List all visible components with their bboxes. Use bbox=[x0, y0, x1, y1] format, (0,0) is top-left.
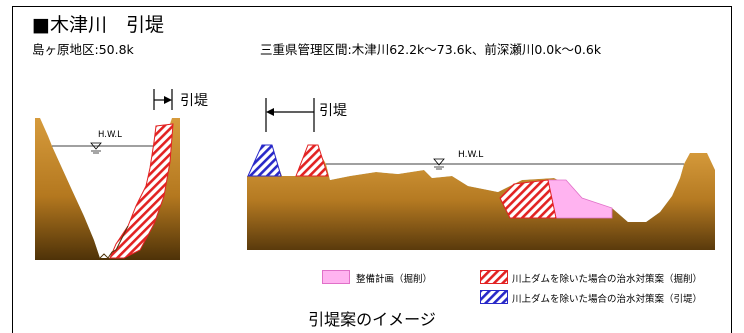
right-hatch-setback-levee bbox=[247, 144, 282, 177]
left-cross-section bbox=[35, 100, 180, 260]
figure-title: ■木津川 引堤 bbox=[32, 14, 164, 36]
right-hatch-excavation bbox=[499, 179, 557, 219]
left-setback-arrow bbox=[153, 89, 173, 110]
right-setback-arrow bbox=[265, 98, 315, 132]
legend-swatch-red-hatch bbox=[480, 270, 508, 284]
right-arrowhead-icon bbox=[164, 96, 172, 104]
right-cross-section bbox=[247, 140, 715, 250]
left-sky bbox=[35, 100, 180, 258]
right-sky bbox=[247, 140, 715, 222]
legend-swatch-plan bbox=[322, 270, 350, 284]
legend-label-plan: 整備計画（掘削） bbox=[356, 274, 433, 285]
left-hwl-label: H.W.L bbox=[98, 130, 122, 140]
left-setback-label: 引堤 bbox=[180, 93, 208, 109]
legend-label-setback: 川上ダムを除いた場合の治水対策案（引堤） bbox=[512, 294, 703, 305]
figure-caption: 引堤案のイメージ bbox=[308, 310, 436, 329]
legend-swatch-blue-hatch bbox=[480, 290, 508, 304]
right-setback-label: 引堤 bbox=[319, 103, 347, 119]
right-hwl-marker-icon bbox=[433, 158, 445, 166]
legend-label-excavation: 川上ダムを除いた場合の治水対策案（掘削） bbox=[512, 274, 703, 285]
left-location-label: 島ヶ原地区:50.8k bbox=[32, 42, 134, 57]
left-arrowhead-icon bbox=[266, 108, 274, 116]
right-hwl-label: H.W.L bbox=[458, 150, 484, 160]
left-bed-line bbox=[99, 225, 129, 259]
left-hatch-excavation bbox=[109, 123, 174, 259]
right-location-label: 三重県管理区間:木津川62.2k〜73.6k、前深瀬川0.0k〜0.6k bbox=[260, 42, 602, 57]
left-hwl-marker-icon bbox=[90, 142, 102, 150]
right-hatch-new-levee bbox=[295, 144, 329, 177]
figure-frame bbox=[12, 6, 732, 333]
